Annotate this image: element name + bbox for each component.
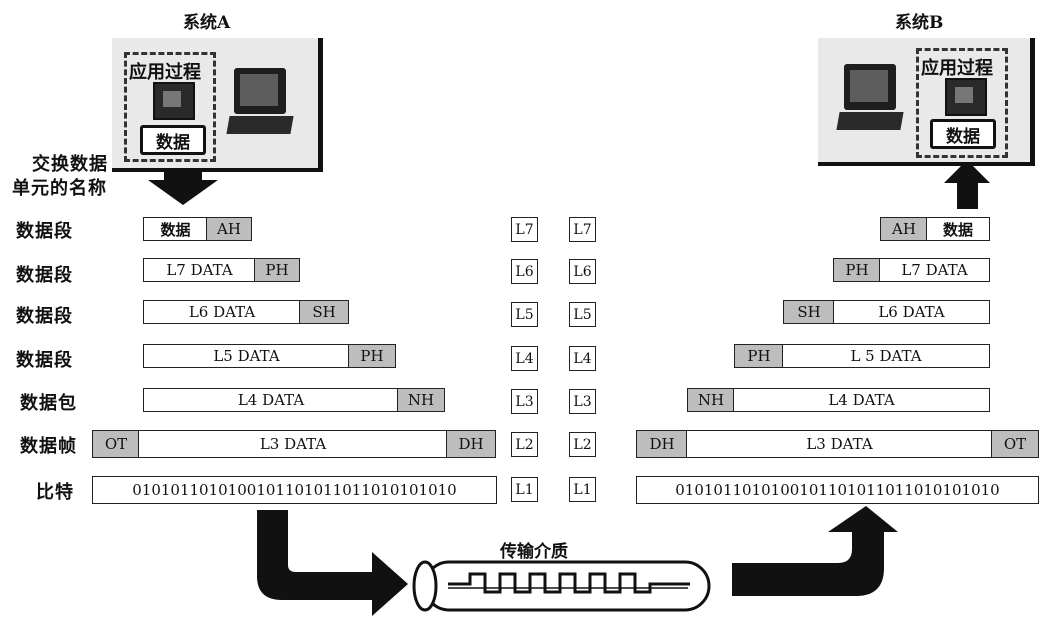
right-bit-stream: 0101011010100101101011011010101010 xyxy=(636,476,1039,504)
left-header-nh: NH xyxy=(397,388,445,412)
arrow-icon xyxy=(944,160,990,209)
right-header-ph: PH xyxy=(833,258,881,282)
medium-label: 传输介质 xyxy=(500,537,568,562)
layer-box-left: L1 xyxy=(511,477,538,502)
left-data-segment: L5 DATA xyxy=(143,344,350,368)
right-trailer-ot: OT xyxy=(991,430,1039,458)
right-header-sh: SH xyxy=(783,300,835,324)
row-label: 数据帧 xyxy=(20,432,77,458)
right-data-segment: L6 DATA xyxy=(833,300,990,324)
layer-box-left: L6 xyxy=(511,259,538,284)
left-data-segment: L6 DATA xyxy=(143,300,301,324)
exchange-header-line2: 单元的名称 xyxy=(12,174,107,200)
row-label: 数据段 xyxy=(16,217,73,243)
left-header-dh: DH xyxy=(446,430,496,458)
arrow-icon xyxy=(732,506,898,596)
left-data-segment: L4 DATA xyxy=(143,388,399,412)
left-header-ph: PH xyxy=(254,258,300,282)
left-data-segment: 数据 xyxy=(143,217,208,241)
system-b-title: 系统B xyxy=(895,8,943,33)
layer-box-left: L4 xyxy=(511,346,538,371)
layer-box-right: L4 xyxy=(569,346,596,371)
left-header-sh: SH xyxy=(299,300,349,324)
left-data-segment: L3 DATA xyxy=(138,430,448,458)
layer-box-right: L2 xyxy=(569,432,596,457)
layer-box-left: L5 xyxy=(511,302,538,327)
row-label: 数据包 xyxy=(20,389,77,415)
right-data-segment: L4 DATA xyxy=(733,388,990,412)
row-label: 数据段 xyxy=(16,261,73,287)
right-header-ah: AH xyxy=(880,217,928,241)
right-data-segment: L7 DATA xyxy=(879,258,990,282)
row-label: 数据段 xyxy=(16,302,73,328)
layer-box-left: L7 xyxy=(511,217,538,242)
layer-box-left: L2 xyxy=(511,432,538,457)
layer-box-right: L1 xyxy=(569,477,596,502)
row-label: 比特 xyxy=(36,478,74,504)
system-b-panel-edge-bottom xyxy=(818,162,1035,166)
computer-icon xyxy=(838,64,902,132)
layer-box-right: L7 xyxy=(569,217,596,242)
layer-box-right: L6 xyxy=(569,259,596,284)
left-header-ah: AH xyxy=(206,217,252,241)
layer-box-right: L3 xyxy=(569,389,596,414)
right-data-segment: L3 DATA xyxy=(686,430,993,458)
right-data-segment: 数据 xyxy=(926,217,990,241)
app-process-label-b: 应用过程 xyxy=(919,54,995,80)
app-window-icon-b xyxy=(945,78,987,116)
cable-icon xyxy=(414,562,709,610)
row-label: 数据段 xyxy=(16,346,73,372)
right-header-dh: DH xyxy=(636,430,688,458)
right-header-ph: PH xyxy=(734,344,784,368)
left-trailer-ot: OT xyxy=(92,430,140,458)
arrow-icon xyxy=(148,168,218,205)
left-data-segment: L7 DATA xyxy=(143,258,256,282)
left-bit-stream: 0101011010100101101011011010101010 xyxy=(92,476,497,504)
system-b-panel-edge xyxy=(1030,38,1035,166)
right-data-segment: L 5 DATA xyxy=(782,344,990,368)
layer-box-right: L5 xyxy=(569,302,596,327)
layer-box-left: L3 xyxy=(511,389,538,414)
app-data-box-b: 数据 xyxy=(930,119,996,149)
right-header-nh: NH xyxy=(687,388,735,412)
arrow-icon xyxy=(257,510,408,616)
left-header-ph: PH xyxy=(348,344,396,368)
exchange-header-line1: 交换数据 xyxy=(32,150,108,176)
